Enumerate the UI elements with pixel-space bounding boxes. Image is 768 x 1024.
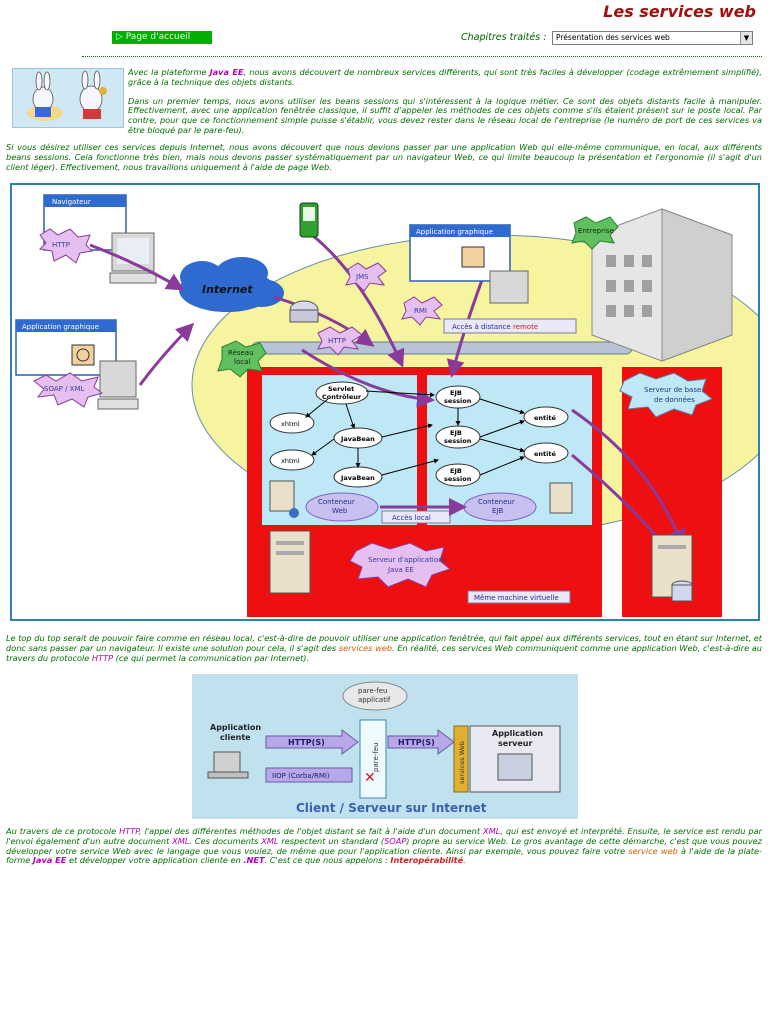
intro-paragraph-1: Avec la plateforme Java EE, nous avons d… bbox=[128, 67, 762, 87]
http-bubble-2-label: HTTP bbox=[328, 337, 346, 345]
svg-text:session: session bbox=[444, 475, 472, 483]
svg-text:applicatif: applicatif bbox=[358, 696, 391, 704]
meme-machine-label: Même machine virtuelle bbox=[474, 594, 559, 602]
jms-bubble-label: JMS bbox=[355, 273, 369, 281]
bottom-paragraph: Au travers de ce protocole HTTP, l'appel… bbox=[6, 826, 763, 866]
client-server-diagram: pare-feu applicatif pare-feu Application… bbox=[192, 674, 578, 819]
pare-feu-label: pare-feu bbox=[372, 743, 380, 773]
network-bar bbox=[251, 341, 633, 355]
architecture-svg: Navigateur HTTP Application graphique SO… bbox=[15, 194, 758, 617]
soap-bubble-label: SOAP / XML bbox=[44, 385, 84, 393]
svg-text:Application: Application bbox=[492, 729, 543, 738]
svg-text:serveur: serveur bbox=[498, 739, 532, 748]
acces-distance-label: Accès à distance remote bbox=[452, 323, 538, 331]
svg-text:Servlet: Servlet bbox=[328, 385, 354, 393]
services-web-label: services Web bbox=[458, 741, 466, 784]
svg-text:EJB: EJB bbox=[450, 467, 462, 475]
https-right-label: HTTP(S) bbox=[398, 738, 435, 747]
internet-label: Internet bbox=[202, 283, 253, 296]
svg-text:pare-feu: pare-feu bbox=[358, 687, 388, 695]
svg-text:session: session bbox=[444, 437, 472, 445]
iiop-label: IIOP (Corba/RMI) bbox=[272, 772, 330, 780]
acces-local-label: Accès local bbox=[392, 514, 431, 522]
svg-text:EJB: EJB bbox=[492, 507, 503, 515]
svg-text:Serveur d'applications: Serveur d'applications bbox=[368, 556, 447, 564]
app-graphique-right-label: Application graphique bbox=[416, 228, 493, 236]
chevron-down-icon[interactable]: ▼ bbox=[740, 32, 752, 44]
reseau-local-label-line1: Réseau bbox=[228, 349, 254, 357]
svg-text:Java EE: Java EE bbox=[387, 566, 414, 574]
db-server-label-line2: de données bbox=[654, 396, 695, 404]
svg-text:xhtml: xhtml bbox=[281, 457, 300, 465]
svg-text:Application: Application bbox=[210, 723, 261, 732]
reseau-local-label-line2: local bbox=[234, 358, 250, 366]
svg-text:entité: entité bbox=[534, 414, 556, 422]
architecture-diagram: Navigateur HTTP Application graphique SO… bbox=[10, 183, 760, 621]
intro-paragraph-2: Dans un premier temps, nous avons utilis… bbox=[128, 95, 762, 135]
svg-text:Web: Web bbox=[332, 507, 348, 515]
java-ee-link: Java EE bbox=[209, 67, 244, 77]
svg-text:EJB: EJB bbox=[450, 389, 462, 397]
blocked-cross-icon: ✕ bbox=[364, 770, 376, 786]
svg-text:Contrôleur: Contrôleur bbox=[322, 393, 362, 401]
internet-cloud bbox=[179, 257, 284, 312]
svg-text:Conteneur: Conteneur bbox=[318, 498, 355, 506]
db-server-label-line1: Serveur de base bbox=[644, 386, 701, 394]
page-title: Les services web bbox=[603, 2, 756, 21]
chapters-select[interactable]: Présentation des services web ▼ bbox=[552, 31, 753, 45]
http-bubble-label: HTTP bbox=[52, 241, 70, 249]
svg-text:Conteneur: Conteneur bbox=[478, 498, 515, 506]
intro-paragraph-3: Si vous désirez utiliser ces services de… bbox=[6, 142, 762, 172]
rmi-bubble-label: RMI bbox=[414, 307, 427, 315]
navigateur-label: Navigateur bbox=[52, 198, 91, 206]
svg-text:entité: entité bbox=[534, 450, 556, 458]
https-left-label: HTTP(S) bbox=[288, 738, 325, 747]
intro-block: Avec la plateforme Java EE, nous avons d… bbox=[128, 67, 762, 136]
entreprise-label: Entreprise bbox=[578, 227, 614, 235]
firewall-wall bbox=[359, 719, 387, 799]
svg-text:EJB: EJB bbox=[450, 429, 462, 437]
entreprise-building bbox=[591, 208, 733, 362]
rabbits-illustration bbox=[12, 68, 124, 128]
svg-text:session: session bbox=[444, 397, 472, 405]
diagram-caption: Client / Serveur sur Internet bbox=[296, 801, 487, 815]
middle-paragraph: Le top du top serait de pouvoir faire co… bbox=[6, 633, 762, 663]
chapters-selected-value: Présentation des services web bbox=[556, 33, 670, 42]
dotted-divider bbox=[82, 56, 762, 57]
home-button[interactable]: ▷ Page d'accueil bbox=[112, 31, 212, 44]
chapters-label: Chapitres traités : bbox=[461, 32, 547, 43]
app-graphique-left-label: Application graphique bbox=[22, 323, 99, 331]
svg-text:xhtml: xhtml bbox=[281, 420, 300, 428]
svg-text:JavaBean: JavaBean bbox=[340, 435, 375, 443]
svg-text:JavaBean: JavaBean bbox=[340, 474, 375, 482]
svg-text:cliente: cliente bbox=[220, 733, 251, 742]
